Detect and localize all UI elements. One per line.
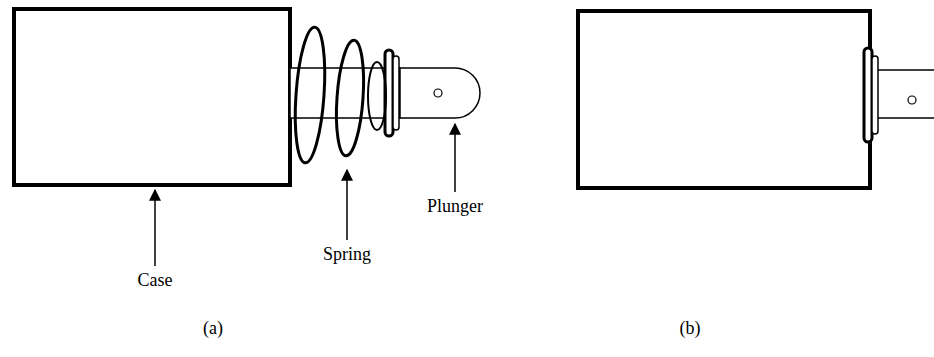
part-name: Plunger xyxy=(427,196,483,216)
plunger-a xyxy=(290,50,480,136)
case-body xyxy=(14,9,290,185)
leader-arrows xyxy=(155,124,455,266)
panel-label: (b) xyxy=(680,318,701,338)
solenoid-b xyxy=(578,11,934,188)
spring-coils xyxy=(291,26,386,164)
part-name: Case xyxy=(138,270,173,290)
part-name: Spring xyxy=(323,244,371,264)
panel-label: (a) xyxy=(203,318,223,338)
